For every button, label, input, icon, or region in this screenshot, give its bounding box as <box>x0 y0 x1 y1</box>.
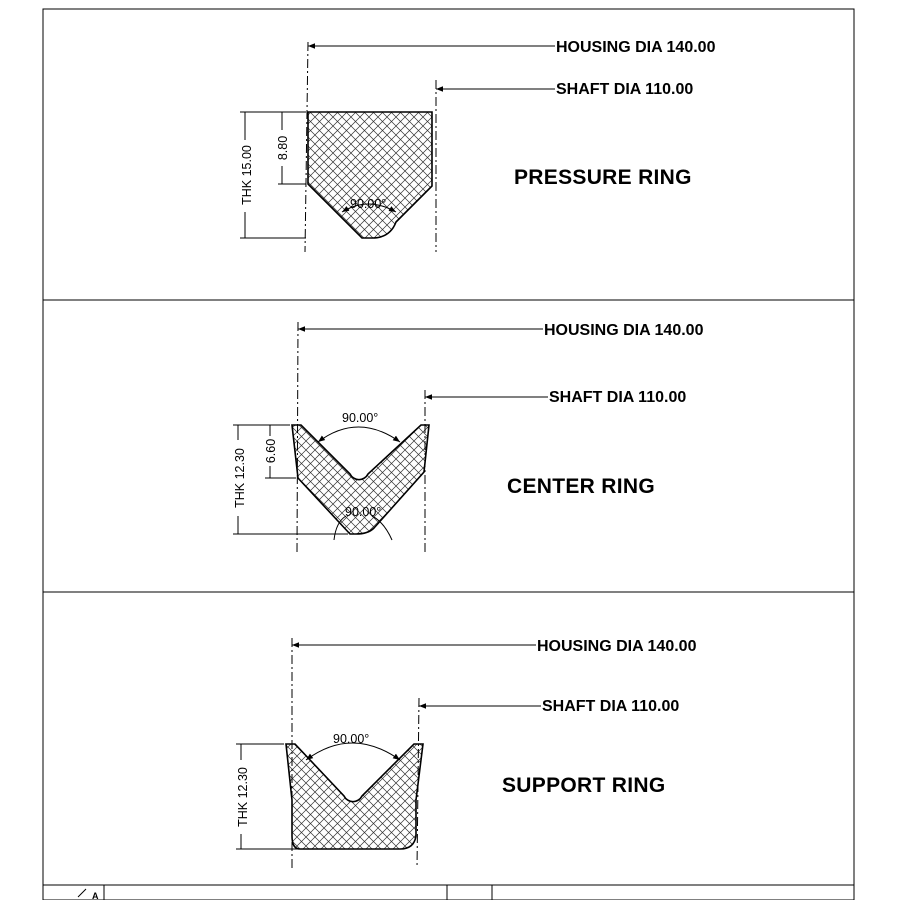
shaft-dia-callout: SHAFT DIA 110.00 <box>542 698 679 715</box>
housing-dia-callout: HOUSING DIA 140.00 <box>537 638 697 655</box>
title-block: A <box>77 885 493 900</box>
center-angle-label-top: 90.00° <box>342 411 378 425</box>
shaft-centerline <box>416 697 420 869</box>
housing-dia-callout: HOUSING DIA 140.00 <box>556 39 716 56</box>
center-thk-dimension: THK 12.30 <box>233 448 247 508</box>
center-angle-arc-bottom <box>333 515 393 541</box>
center-angle-arc-top <box>317 426 401 443</box>
sheet-border <box>42 8 855 900</box>
center-inner-dimension: 6.60 <box>264 439 278 463</box>
center-ring-section <box>291 424 430 535</box>
pressure-angle-label: 90.00° <box>350 197 386 211</box>
shaft-dia-callout: SHAFT DIA 110.00 <box>556 81 693 98</box>
shaft-dia-callout: SHAFT DIA 110.00 <box>549 389 686 406</box>
pressure-ring-section <box>307 111 433 239</box>
pressure-ring-panel: HOUSING DIA 140.00 SHAFT DIA 110.00 PRES… <box>240 39 716 253</box>
support-ring-title: SUPPORT RING <box>502 774 665 797</box>
support-angle-arc <box>305 742 401 761</box>
center-ring-panel: HOUSING DIA 140.00 SHAFT DIA 110.00 CENT… <box>233 321 704 553</box>
support-ring-section <box>285 743 424 850</box>
housing-centerline <box>304 41 309 253</box>
support-thk-dimension: THK 12.30 <box>236 767 250 827</box>
support-ring-panel: HOUSING DIA 140.00 SHAFT DIA 110.00 SUPP… <box>236 638 697 869</box>
center-angle-label-bottom: 90.00° <box>345 505 381 519</box>
support-angle-label: 90.00° <box>333 732 369 746</box>
housing-centerline <box>296 321 299 553</box>
pressure-thk-dimension: THK 15.00 <box>240 145 254 205</box>
pressure-angle-arc <box>341 203 397 213</box>
pressure-ring-title: PRESSURE RING <box>514 166 692 189</box>
title-block-rev-letter: A <box>92 891 99 900</box>
pressure-inner-dimension: 8.80 <box>276 136 290 160</box>
center-ring-title: CENTER RING <box>507 475 655 498</box>
housing-dia-callout: HOUSING DIA 140.00 <box>544 322 704 339</box>
